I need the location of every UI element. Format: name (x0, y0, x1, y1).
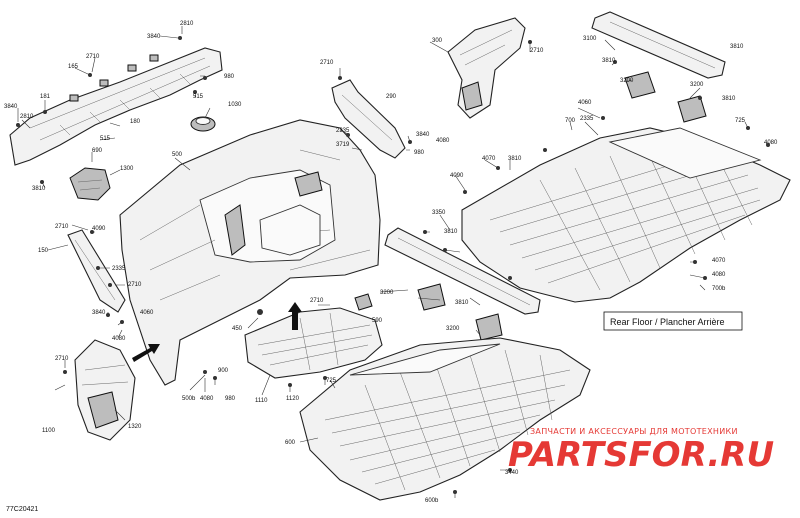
callout-600: 600 (285, 440, 296, 446)
callout-4080: 4080 (200, 396, 214, 402)
callout-3200: 3200 (446, 326, 460, 332)
callout-1300: 1300 (120, 166, 134, 172)
callout-700: 700 (565, 118, 576, 124)
callout-2710: 2710 (310, 298, 324, 304)
callout-2335: 2335 (580, 116, 594, 122)
callout-290: 290 (386, 94, 397, 100)
callout-3840: 3840 (92, 310, 106, 316)
callout-900: 900 (218, 368, 229, 374)
part-1300-bracket (69, 167, 111, 201)
callout-1120: 1120 (286, 396, 300, 402)
part-3200-mounts (354, 71, 707, 341)
callout-3810: 3810 (602, 58, 616, 64)
callout-4070: 4070 (712, 258, 726, 264)
callout-4060: 4060 (140, 310, 154, 316)
part-1110-center-panel (244, 307, 383, 379)
callout-980: 980 (224, 74, 235, 80)
callout-2810: 2810 (180, 21, 194, 27)
callout-3840: 3840 (416, 132, 430, 138)
callout-725: 725 (326, 378, 337, 384)
callout-500b: 500b (182, 396, 196, 402)
part-3350-strip (384, 227, 541, 315)
callout-4090: 4090 (450, 173, 464, 179)
callout-1320: 1320 (128, 424, 142, 430)
callout-725: 725 (735, 118, 746, 124)
callout-2710: 2710 (128, 282, 142, 288)
callout-3810: 3810 (444, 229, 458, 235)
reference-code: 77C20421 (6, 506, 38, 513)
rear-floor-label: Rear Floor / Plancher Arrière (603, 311, 743, 331)
callout-1030: 1030 (228, 102, 242, 108)
callout-165: 165 (68, 64, 79, 70)
callout-590: 590 (372, 318, 383, 324)
callout-3840: 3840 (147, 34, 161, 40)
callout-3810: 3810 (508, 156, 522, 162)
callout-3200: 3200 (620, 78, 634, 84)
watermark-brand: PARTSFOR.RU (508, 435, 774, 475)
callout-2710: 2710 (530, 48, 544, 54)
callout-450: 450 (232, 326, 243, 332)
callout-2335: 2335 (336, 128, 350, 134)
callout-3810: 3810 (455, 300, 469, 306)
callout-3810: 3810 (730, 44, 744, 50)
callout-4080: 4080 (764, 140, 778, 146)
callout-515: 515 (193, 94, 204, 100)
callout-300: 300 (432, 38, 443, 44)
callout-2335: 2335 (112, 266, 126, 272)
callout-labels: 3840 2810 2710 165 3840 181 2810 515 180… (4, 21, 778, 504)
callout-180: 180 (130, 119, 141, 125)
callout-3200: 3200 (380, 290, 394, 296)
callout-2710: 2710 (86, 54, 100, 60)
part-600-lower-floor (299, 337, 591, 501)
callout-3100: 3100 (583, 36, 597, 42)
callout-600b: 600b (425, 498, 439, 504)
callout-1100: 1100 (42, 428, 56, 434)
callout-4080: 4080 (112, 336, 126, 342)
part-1100-corner-piece (74, 339, 136, 441)
callout-4060: 4060 (578, 100, 592, 106)
callout-500: 500 (172, 152, 183, 158)
part-500-side-panel (119, 119, 381, 386)
callout-2810: 2810 (20, 114, 34, 120)
callout-3840: 3840 (4, 104, 18, 110)
rear-floor-label-text: Rear Floor / Plancher Arrière (610, 317, 725, 327)
watermark: ЗАПЧАСТИ И АКСЕССУАРЫ ДЛЯ МОТОТЕХНИКИ PA… (508, 427, 774, 475)
part-180-rail (9, 47, 223, 166)
watermark-tagline: ЗАПЧАСТИ И АКСЕССУАРЫ ДЛЯ МОТОТЕХНИКИ (530, 427, 738, 436)
leader-lines (17, 26, 769, 498)
part-150-strut (67, 229, 126, 313)
callout-4090: 4090 (92, 226, 106, 232)
direction-arrows (132, 302, 302, 362)
callout-181: 181 (40, 94, 51, 100)
callout-3200: 3200 (690, 82, 704, 88)
callout-3810: 3810 (32, 186, 46, 192)
callout-3810: 3810 (722, 96, 736, 102)
callout-4080: 4080 (436, 138, 450, 144)
callout-2710: 2710 (55, 224, 69, 230)
callout-515: 515 (100, 136, 111, 142)
callout-150: 150 (38, 248, 49, 254)
part-3100-strip (591, 11, 726, 79)
callout-2710: 2710 (55, 356, 69, 362)
callout-3350: 3350 (432, 210, 446, 216)
callout-690: 690 (92, 148, 103, 154)
part-1030-clip (190, 116, 216, 132)
callout-4070: 4070 (482, 156, 496, 162)
callout-980: 980 (225, 396, 236, 402)
callout-3719: 3719 (336, 142, 350, 148)
callout-4080: 4080 (712, 272, 726, 278)
part-700-upper-floor (461, 127, 791, 303)
callout-2710: 2710 (320, 60, 334, 66)
callout-1110: 1110 (255, 398, 268, 404)
callout-980: 980 (414, 150, 425, 156)
part-300-bracket (447, 17, 526, 119)
callout-3440: 3440 (505, 470, 519, 476)
callout-700b: 700b (712, 286, 726, 292)
part-290-bracket (331, 79, 406, 159)
